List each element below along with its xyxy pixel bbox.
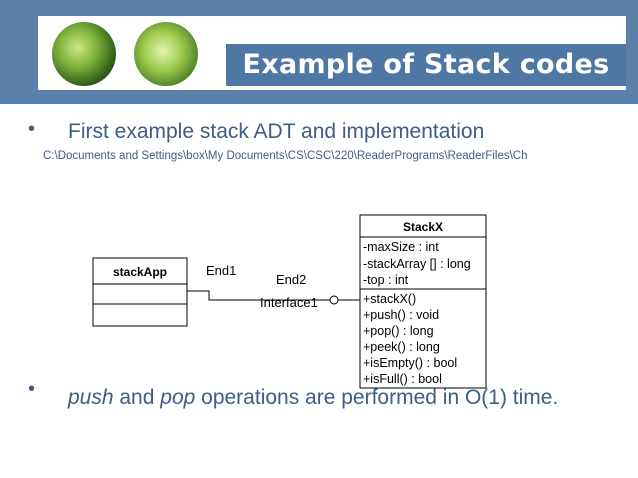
operation-item: +pop() : long bbox=[363, 324, 434, 338]
file-path: C:\Documents and Settings\box\My Documen… bbox=[43, 150, 528, 162]
bullet-2-text: push and pop operations are performed in… bbox=[68, 383, 628, 412]
end1-label: End1 bbox=[206, 263, 236, 278]
bullet-2-part: and bbox=[113, 386, 161, 409]
operation-item: +peek() : long bbox=[363, 340, 440, 354]
leaf-image-1 bbox=[52, 22, 116, 86]
operation-item: +isFull() : bool bbox=[363, 372, 442, 386]
interface-label: Interface1 bbox=[260, 295, 318, 310]
association-line bbox=[187, 290, 360, 305]
bullet-dot-icon: • bbox=[28, 118, 36, 140]
bullet-2-part: operations are performed in O(1) time. bbox=[195, 386, 559, 409]
title-bar bbox=[226, 44, 626, 86]
attribute-item: -maxSize : int bbox=[363, 240, 439, 254]
end2-label: End2 bbox=[276, 272, 306, 287]
operation-item: +stackX() bbox=[363, 292, 416, 306]
slide-title: Example of Stack codes bbox=[242, 49, 610, 80]
bullet-dot-icon: • bbox=[28, 378, 36, 400]
operation-item: +push() : void bbox=[363, 308, 439, 322]
stackx-class: StackX -maxSize : int -stackArray [] : l… bbox=[359, 214, 487, 389]
bullet-1-text: First example stack ADT and implementati… bbox=[68, 120, 485, 143]
attribute-item: -top : int bbox=[363, 273, 409, 287]
push-keyword: push bbox=[68, 386, 114, 409]
attribute-item: -stackArray [] : long bbox=[363, 257, 471, 271]
operation-item: +isEmpty() : bool bbox=[363, 356, 457, 370]
leaf-image-2 bbox=[134, 22, 198, 86]
stackx-class-name: StackX bbox=[403, 220, 443, 234]
stackapp-class: stackApp bbox=[92, 257, 188, 327]
pop-keyword: pop bbox=[160, 386, 196, 409]
stackapp-class-name: stackApp bbox=[113, 265, 167, 279]
